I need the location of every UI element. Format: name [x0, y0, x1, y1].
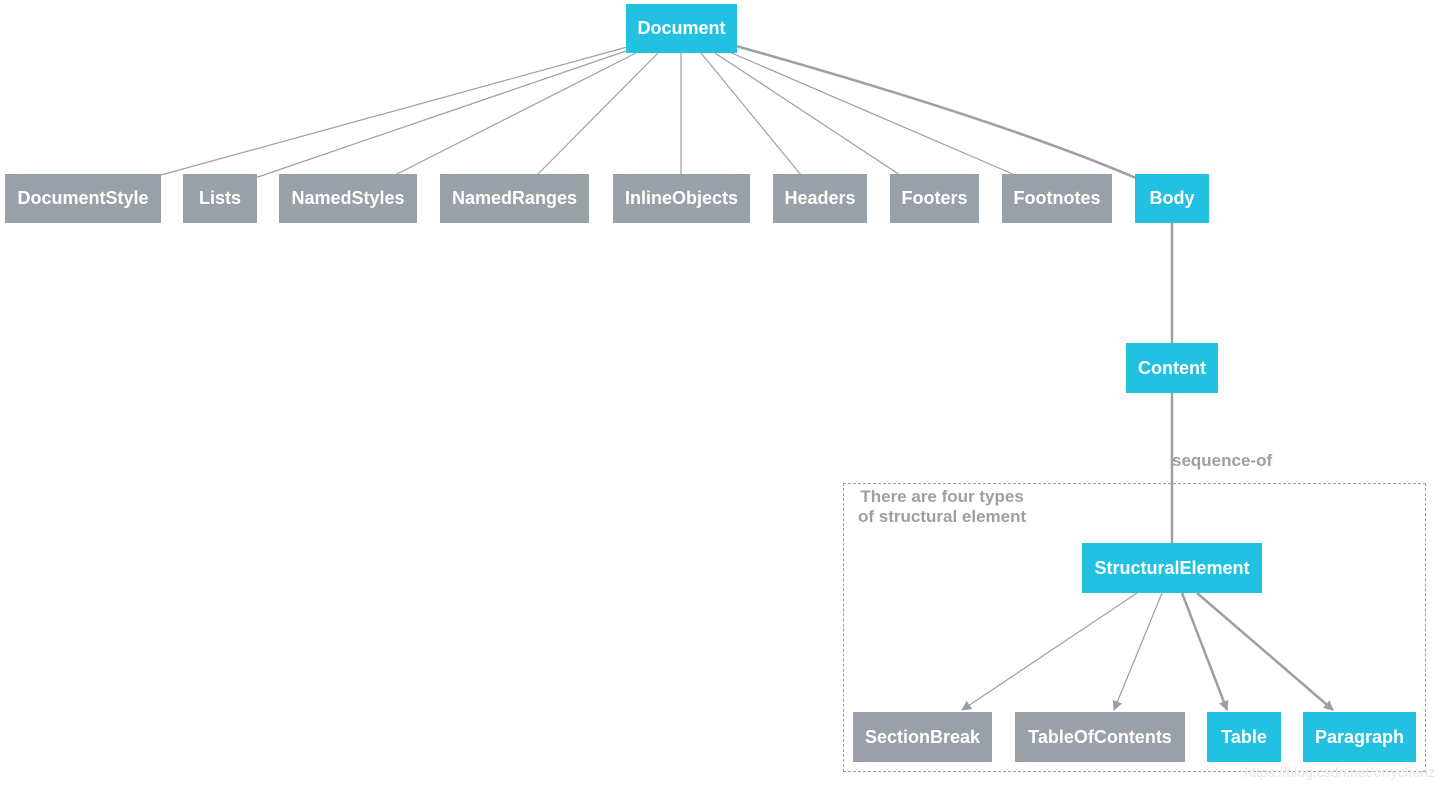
node-table-of-contents[interactable]: TableOfContents [1015, 712, 1185, 762]
node-document[interactable]: Document [626, 4, 737, 53]
edge-document-namedranges [536, 52, 659, 176]
edge-structural-table [1180, 592, 1229, 711]
node-named-styles[interactable]: NamedStyles [279, 174, 417, 223]
node-named-ranges[interactable]: NamedRanges [440, 174, 589, 223]
node-inline-objects[interactable]: InlineObjects [613, 174, 750, 223]
edge-label-sequence-of: sequence-of [1172, 451, 1273, 470]
edge-document-namedstyles [394, 52, 637, 176]
node-section-break[interactable]: SectionBreak [853, 712, 992, 762]
edge-structural-sectionbreak [961, 592, 1138, 711]
group-caption: There are four types of structural eleme… [858, 487, 1026, 527]
node-footers[interactable]: Footers [890, 174, 979, 223]
edge-document-documentstyle [160, 46, 628, 176]
node-footnotes[interactable]: Footnotes [1002, 174, 1112, 223]
group-caption-line-1: There are four types [860, 487, 1024, 506]
node-structural-element[interactable]: StructuralElement [1082, 543, 1262, 593]
edge-structural-tableofcontents [1112, 592, 1163, 711]
edge-document-lists [254, 49, 630, 179]
edge-structural-paragraph [1196, 592, 1334, 711]
node-lists[interactable]: Lists [183, 174, 257, 223]
edge-document-headers [700, 52, 802, 176]
node-content[interactable]: Content [1126, 343, 1218, 393]
node-headers[interactable]: Headers [773, 174, 867, 223]
structural-element-group [843, 483, 1426, 772]
group-caption-line-2: of structural element [858, 507, 1027, 526]
node-document-style[interactable]: DocumentStyle [5, 174, 161, 223]
node-body[interactable]: Body [1135, 174, 1209, 223]
edge-document-footers [714, 52, 901, 176]
edge-document-body [735, 44, 1137, 180]
node-table[interactable]: Table [1207, 712, 1281, 762]
node-paragraph[interactable]: Paragraph [1303, 712, 1416, 762]
watermark: https://blog.csdn.net/orrychenz [1244, 764, 1435, 780]
edge-document-footnotes [726, 50, 1016, 176]
